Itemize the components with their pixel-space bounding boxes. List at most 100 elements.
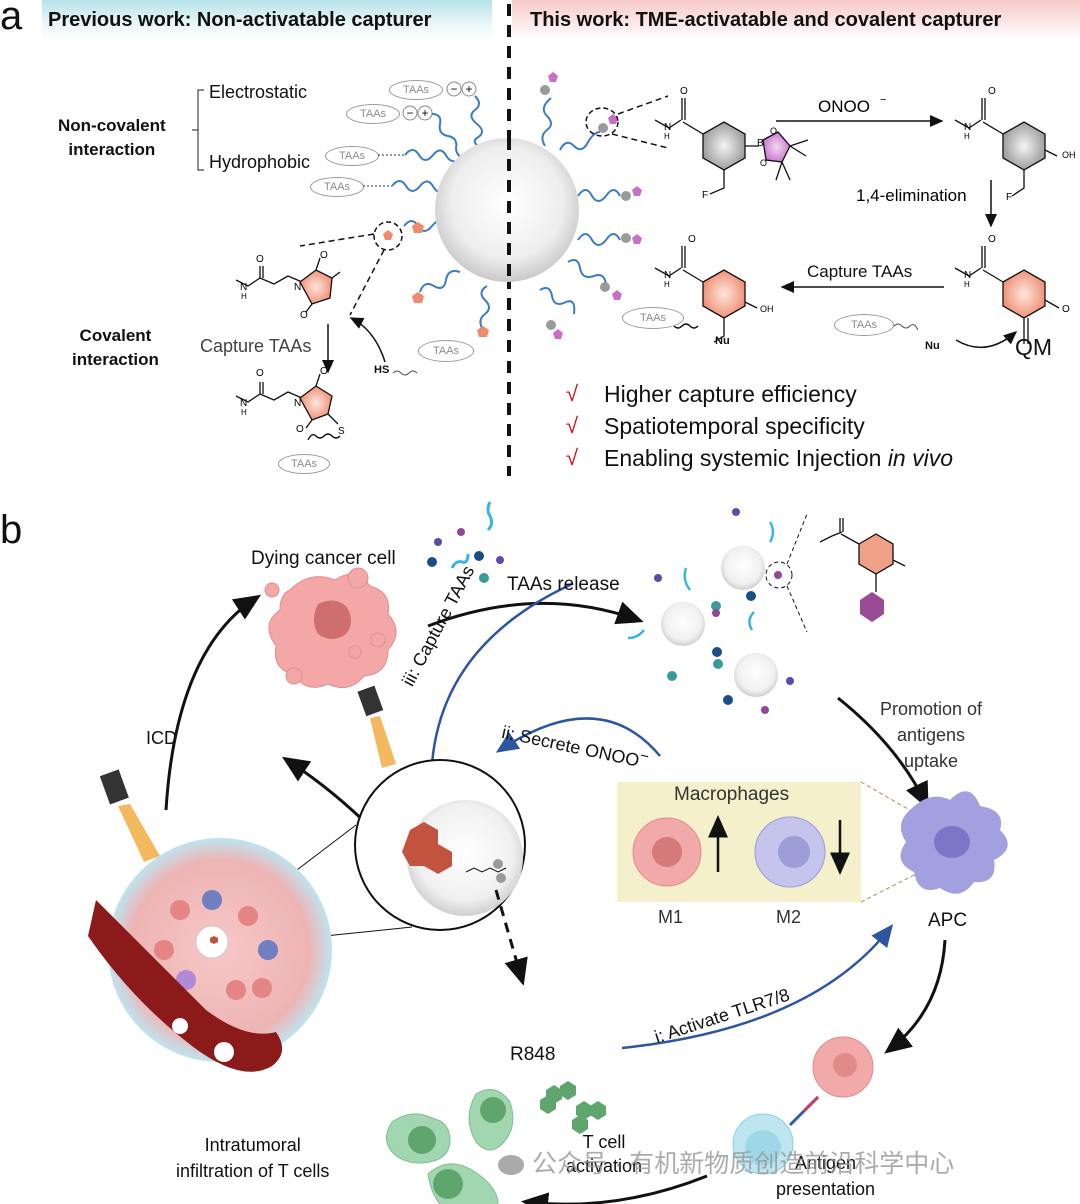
- apc-label: APC: [928, 910, 968, 931]
- svg-text:O: O: [770, 126, 777, 136]
- svg-text:N: N: [240, 282, 247, 293]
- svg-text:O: O: [296, 424, 304, 435]
- m2-macrophage: [754, 816, 826, 888]
- svg-text:O: O: [688, 234, 696, 245]
- bracket: [192, 89, 204, 171]
- maleimide-atoms: ONH NOO: [240, 250, 328, 321]
- panel-b-graphics: [88, 501, 1008, 1204]
- m2-label: M2: [776, 907, 802, 927]
- svg-text:F: F: [702, 190, 708, 201]
- boronate-structure: [654, 98, 809, 195]
- svg-text:O: O: [680, 86, 688, 97]
- onoo-label: ONOO: [818, 97, 870, 116]
- apc-to-presentation-arrow: [884, 939, 947, 1054]
- svg-text:H: H: [964, 132, 970, 141]
- svg-text:H: H: [664, 280, 670, 289]
- svg-text:N: N: [294, 398, 301, 409]
- zoom-circle-left: [373, 221, 403, 251]
- svg-text:−: −: [880, 94, 886, 106]
- t-cells: [386, 1089, 514, 1204]
- panel-b-letter: b: [0, 508, 23, 552]
- noncovalent-line2: interaction: [68, 140, 156, 159]
- svg-text:O: O: [256, 368, 264, 379]
- tumor-tissue: [88, 838, 332, 1072]
- svg-text:H: H: [964, 280, 970, 289]
- maleimide-marker: [412, 222, 424, 233]
- taas-tag: TAAs: [389, 80, 443, 100]
- advantage-item: √Enabling systemic Injection in vivo: [566, 442, 953, 474]
- antigen-presentation-cells: [732, 1036, 874, 1175]
- nanoparticle-cluster: [627, 508, 808, 714]
- m1-macrophage: [632, 817, 702, 887]
- this-work-header: This work: TME-activatable and covalent …: [512, 0, 1080, 40]
- svg-text:+: +: [465, 82, 472, 96]
- taas-tag: TAAs: [310, 177, 364, 197]
- taas-tag: TAAs: [325, 146, 379, 166]
- noncovalent-label: Non-covalent interaction: [58, 114, 166, 162]
- svg-text:O: O: [256, 254, 264, 265]
- activate-tlr-arrow: [621, 924, 894, 1050]
- released-taas: [427, 501, 504, 583]
- svg-text:N: N: [964, 270, 971, 281]
- laser-icon: [99, 769, 160, 862]
- capture-taas-arrow: [430, 582, 573, 765]
- check-icon: √: [566, 445, 579, 470]
- polymer-chains-left: [391, 95, 490, 331]
- svg-text:N: N: [240, 398, 247, 409]
- m1-label: M1: [658, 907, 684, 927]
- svg-text:O: O: [1062, 304, 1070, 315]
- svg-text:O: O: [988, 86, 996, 97]
- taas-tag: TAAs: [834, 314, 894, 336]
- apc-cell: [900, 791, 1008, 894]
- maleimide-marker: [412, 292, 424, 303]
- svg-text:N: N: [664, 270, 671, 281]
- svg-text:O: O: [300, 310, 308, 321]
- previous-work-title: Previous work: Non-activatable capturer: [48, 8, 432, 31]
- svg-text:B: B: [757, 138, 764, 149]
- r848-molecule: [540, 1081, 606, 1134]
- covalent-line1: Covalent: [79, 326, 152, 345]
- covalent-label: Covalent interaction: [72, 324, 159, 372]
- noncovalent-line1: Non-covalent: [58, 116, 166, 135]
- boronate-markers: [540, 72, 642, 339]
- svg-text:+: +: [421, 106, 428, 120]
- svg-text:N: N: [964, 122, 971, 133]
- nu-atom: Nu: [925, 340, 940, 352]
- advantage-item: √Spatiotemporal specificity: [566, 410, 953, 442]
- nu-atom: Nu: [715, 335, 730, 347]
- covalent-line2: interaction: [72, 350, 159, 369]
- svg-text:F: F: [1006, 192, 1012, 203]
- svg-text:O: O: [760, 158, 767, 168]
- macrophages-title: Macrophages: [674, 784, 790, 805]
- laser-icon: [357, 685, 396, 768]
- polymer-chains-right: [539, 97, 621, 315]
- watermark: 公众号 · 有机新物质创造前沿科学中心: [498, 1144, 954, 1180]
- svg-text:O: O: [320, 366, 328, 377]
- svg-text:OH: OH: [760, 304, 774, 314]
- svg-text:H: H: [241, 408, 247, 417]
- thiosuccinimide-structure: [235, 373, 341, 441]
- previous-work-header: Previous work: Non-activatable capturer: [42, 0, 492, 40]
- taas-tag: TAAs: [346, 104, 400, 124]
- advantages-list: √Higher capture efficiency √Spatiotempor…: [566, 378, 953, 474]
- svg-text:O: O: [320, 250, 328, 261]
- advantage-item: √Higher capture efficiency: [566, 378, 953, 410]
- captured-structure: [819, 518, 906, 622]
- icd-label: ICD: [146, 728, 177, 748]
- dying-cancer-cell: [264, 567, 397, 689]
- hydrophobic-label: Hydrophobic: [209, 152, 311, 172]
- maleimide-marker: [477, 326, 489, 337]
- capture-taas-right-label: Capture TAAs: [807, 262, 913, 281]
- check-icon: √: [566, 381, 579, 406]
- svg-text:−: −: [406, 106, 413, 120]
- taas-tag: TAAs: [622, 307, 684, 329]
- svg-text:S: S: [338, 426, 345, 437]
- svg-text:OH: OH: [1062, 150, 1076, 160]
- electrostatic-label: Electrostatic: [209, 82, 308, 102]
- taas-tag: TAAs: [278, 454, 330, 474]
- capture-taas-left-label: Capture TAAs: [200, 336, 312, 356]
- wechat-icon: [498, 1155, 524, 1176]
- hs-label: HS: [374, 364, 390, 376]
- taas-tag: TAAs: [418, 340, 474, 362]
- qm-label: QM: [1015, 334, 1053, 360]
